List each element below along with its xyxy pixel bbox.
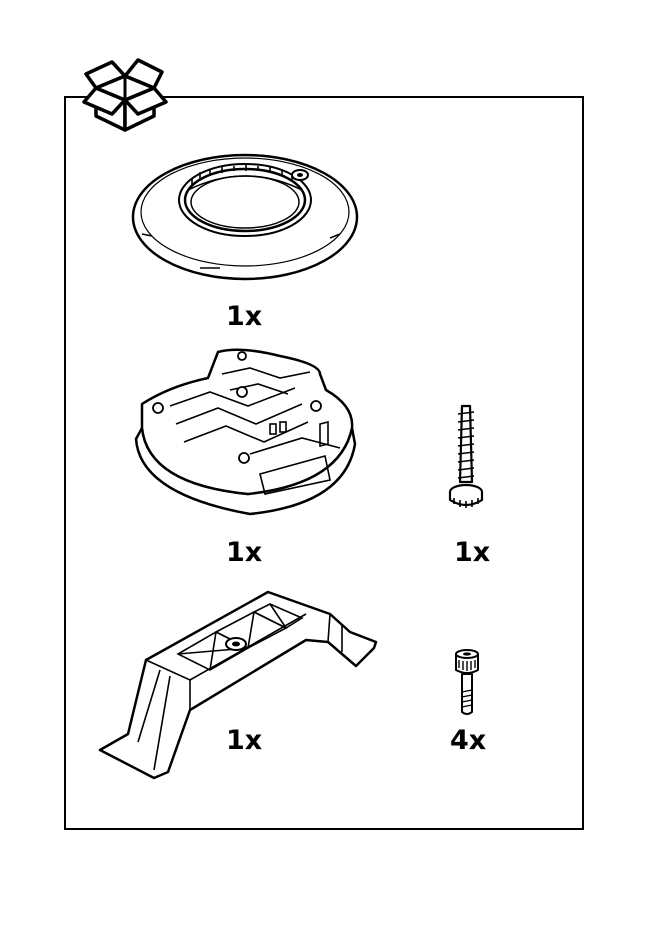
mounting-base-quantity: 1x	[226, 539, 262, 566]
open-box-icon	[78, 52, 170, 134]
trim-ring-part	[130, 142, 360, 282]
bracket-quantity: 1x	[226, 727, 262, 754]
long-screw-quantity: 1x	[454, 539, 490, 566]
long-screw-part	[444, 402, 488, 512]
trim-ring-quantity: 1x	[226, 303, 262, 330]
mounting-base-part	[130, 344, 362, 520]
small-bolt-part	[452, 648, 482, 718]
small-bolt-quantity: 4x	[450, 727, 486, 754]
